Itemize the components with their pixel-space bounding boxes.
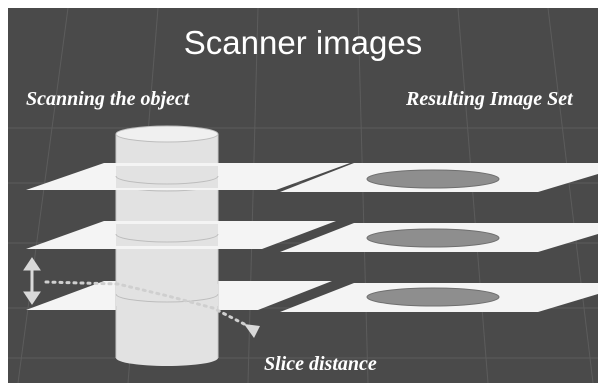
result-image-3 — [280, 283, 598, 312]
scanner-diagram — [8, 8, 598, 383]
slide: Scanner images Scanning the object Resul… — [8, 8, 598, 383]
result-image-1 — [280, 163, 598, 192]
scanning-heading: Scanning the object — [26, 88, 190, 110]
slice-distance-label: Slice distance — [264, 353, 377, 375]
result-image-2 — [280, 223, 598, 252]
slide-title: Scanner images — [183, 24, 423, 61]
result-heading: Resulting Image Set — [406, 88, 573, 110]
slice-distance-arrow — [23, 257, 41, 305]
background-grid — [8, 8, 598, 383]
slice-distance-pointer — [44, 280, 250, 328]
slice-distance-pointer-head — [244, 324, 260, 338]
